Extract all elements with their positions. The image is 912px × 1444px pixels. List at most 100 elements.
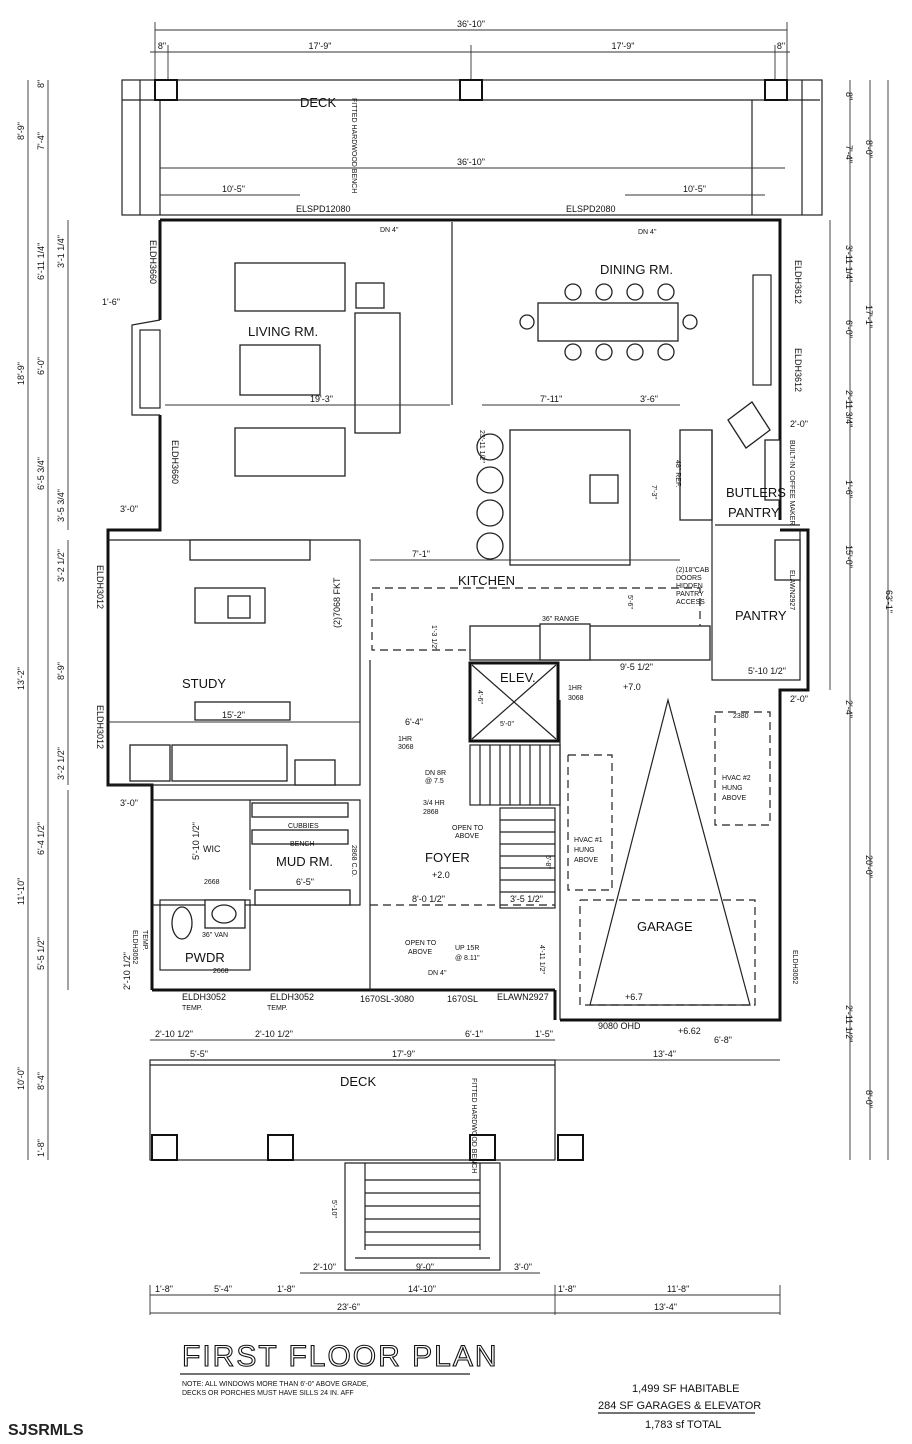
dim-deck-a: 5'-5": [190, 1049, 208, 1059]
dim-left-m: 3'-2 1/2": [56, 747, 66, 780]
step-down-left: DN 4": [380, 227, 399, 234]
dim-study-width: 15'-2": [222, 710, 245, 720]
dim-right-c: 8'-0": [864, 140, 874, 158]
dim-island-2: 7'-3": [650, 485, 657, 499]
dim-slider-right: 10'-5": [683, 184, 706, 194]
exterior-walls: [106, 218, 810, 1022]
top-dimensions: 36'-10" 8" 17'-9" 17'-9" 8": [150, 19, 790, 80]
window-dining-top: ELDH3612: [793, 260, 803, 304]
room-deck-bottom: DECK: [340, 1074, 376, 1089]
dim-front-d: 1'-5": [535, 1029, 553, 1039]
dim-left-bay: 1'-6": [102, 297, 120, 307]
note-line-1: NOTE: ALL WINDOWS MORE THAN 6'-0" ABOVE …: [182, 1381, 369, 1388]
dim-kitchen-v2: 1'-3 1/2": [430, 625, 437, 651]
door-foyer-hr-2: 3068: [398, 744, 414, 751]
hvac-b-2: HUNG: [722, 785, 743, 792]
left-dimensions: 8'-9" 8" 7'-4" 6'-11 1/4" 6'-0" 18'-9" 6…: [16, 80, 201, 1160]
room-mud: MUD RM.: [276, 854, 333, 869]
fiberglass-note-top: FITTED HARDWOOD BENCH: [350, 98, 357, 193]
door-slider-left: ELSPD12080: [296, 204, 351, 214]
dim-top-d: 8": [777, 41, 785, 51]
dim-deck-c: 13'-4": [653, 1049, 676, 1059]
coffee-label: BUILT-IN COFFEE MAKER: [788, 440, 795, 525]
dim-left-e: 6'-0": [36, 357, 46, 375]
door-mud-co: 2868 C.O.: [350, 845, 357, 877]
dim-right-o: 8'-0": [864, 1090, 874, 1108]
dim-bot-total-a: 23'-6": [337, 1302, 360, 1312]
garage-level-a: +6.7: [625, 992, 643, 1002]
stair-dn-label-2: @ 7.5: [425, 778, 444, 785]
dim-deck-b: 17'-9": [392, 1049, 415, 1059]
dim-left-q: 5'-5 1/2": [36, 937, 46, 970]
dim-stairs-a: 2'-10": [313, 1262, 336, 1272]
door-mud-hr-2: 2868: [423, 809, 439, 816]
door-pwdr: 2668: [213, 968, 229, 975]
room-foyer: FOYER: [425, 850, 470, 865]
stair-up-label: UP 15R: [455, 945, 479, 952]
dim-bot-total-b: 13'-4": [654, 1302, 677, 1312]
dim-left-k: 8'-9": [56, 662, 66, 680]
dim-top-c: 17'-9": [612, 41, 635, 51]
dim-bot-d: 14'-10": [408, 1284, 436, 1294]
dim-bot-b: 5'-4": [214, 1284, 232, 1294]
dim-living-width: 19'-3": [310, 394, 333, 404]
cab-doors-5: ACCESS: [676, 599, 705, 606]
room-living: LIVING RM.: [248, 324, 318, 339]
hvac-b-3: ABOVE: [722, 795, 746, 802]
door-garage-hr: 1HR: [568, 685, 582, 692]
room-pwdr: PWDR: [185, 950, 225, 965]
step-down-foyer: DN 4": [428, 970, 447, 977]
window-dining-bottom: ELDH3612: [793, 348, 803, 392]
dim-right-b: 7'-4": [844, 145, 854, 163]
window-front-b: ELDH3052: [270, 992, 314, 1002]
door-front-slider: 1670SL-3080: [360, 994, 414, 1004]
window-study-bottom: ELDH3012: [95, 705, 105, 749]
garage: GARAGE HVAC #1 HUNG ABOVE HVAC #2 HUNG A…: [559, 694, 808, 1045]
range-label: 36" RANGE: [542, 616, 579, 623]
dim-left-p: 11'-10": [16, 878, 26, 905]
top-deck: DECK FITTED HARDWOOD BENCH 36'-10" 10'-5…: [121, 79, 823, 236]
elev-level: +7.0: [623, 682, 641, 692]
dim-right-e: 6'-0": [844, 320, 854, 338]
dim-left-t: 10'-0": [16, 1067, 26, 1090]
open-above-a2: ABOVE: [455, 833, 479, 840]
dim-right-d: 3'-11 1/4": [844, 245, 854, 282]
window-living-bottom: ELDH3660: [170, 440, 180, 484]
butlers-pantry: BUILT-IN COFFEE MAKER BUTLERS PANTRY PAN…: [711, 401, 801, 681]
room-wic: WIC: [203, 844, 221, 854]
open-above-b2: ABOVE: [408, 949, 432, 956]
hvac-a-3: ABOVE: [574, 857, 598, 864]
dim-bot-c: 1'-8": [277, 1284, 295, 1294]
dim-overall-width: 36'-10": [457, 19, 485, 29]
step-down-right: DN 4": [638, 229, 657, 236]
dim-left-b: 8": [36, 80, 46, 88]
area-habitable: 1,499 SF HABITABLE: [632, 1383, 739, 1395]
dim-foyer: 8'-0 1/2": [412, 894, 445, 904]
dim-right-g: 2'-11 3/4": [844, 390, 854, 427]
living-dining: LIVING RM. 19'-3" DINING RM. ELDH3612 EL…: [148, 222, 803, 484]
dim-left-u: 1'-8": [36, 1139, 46, 1157]
stair-down: [469, 744, 561, 806]
dim-study-bay: 3'-0": [120, 504, 138, 514]
note-line-2: DECKS OR PORCHES MUST HAVE SILLS 24 IN. …: [182, 1390, 354, 1397]
room-garage: GARAGE: [637, 919, 693, 934]
dim-kitchen-v: 5'-6": [626, 595, 633, 609]
room-butlers: BUTLERS: [726, 485, 786, 500]
kitchen: 7'-11" 3'-6" 23'-11 1/2" 7'-3" 7'-1" KIT…: [370, 394, 713, 661]
dim-left-a: 8'-9": [16, 122, 26, 140]
window-pwdr: ELDH3052: [131, 930, 138, 964]
room-pantry: PANTRY: [735, 608, 787, 623]
dim-island: 23'-11 1/2": [478, 430, 485, 463]
bottom-deck: DECK FITTED HARDWOOD BENCH 5'-10" 2'-10"…: [149, 1059, 584, 1274]
bottom-dimensions: 1'-8" 5'-4" 1'-8" 14'-10" 1'-8" 11'-8" 2…: [149, 1284, 781, 1315]
title-block: FIRST FLOOR PLAN NOTE: ALL WINDOWS MORE …: [180, 1339, 761, 1431]
door-mech: 2380: [733, 713, 749, 720]
room-deck-top: DECK: [300, 95, 336, 110]
dim-right-a: 8": [844, 92, 854, 100]
cab-doors-1: (2)18"CAB: [676, 567, 710, 574]
window-front-b-temp: TEMP.: [267, 1005, 288, 1012]
dim-kitchen-b: 3'-6": [640, 394, 658, 404]
stair-dn-label: DN 8R: [425, 770, 446, 777]
dim-left-i: 3'-1 1/4": [56, 235, 66, 268]
dim-foyer-b: 3'-5 1/2": [510, 894, 543, 904]
